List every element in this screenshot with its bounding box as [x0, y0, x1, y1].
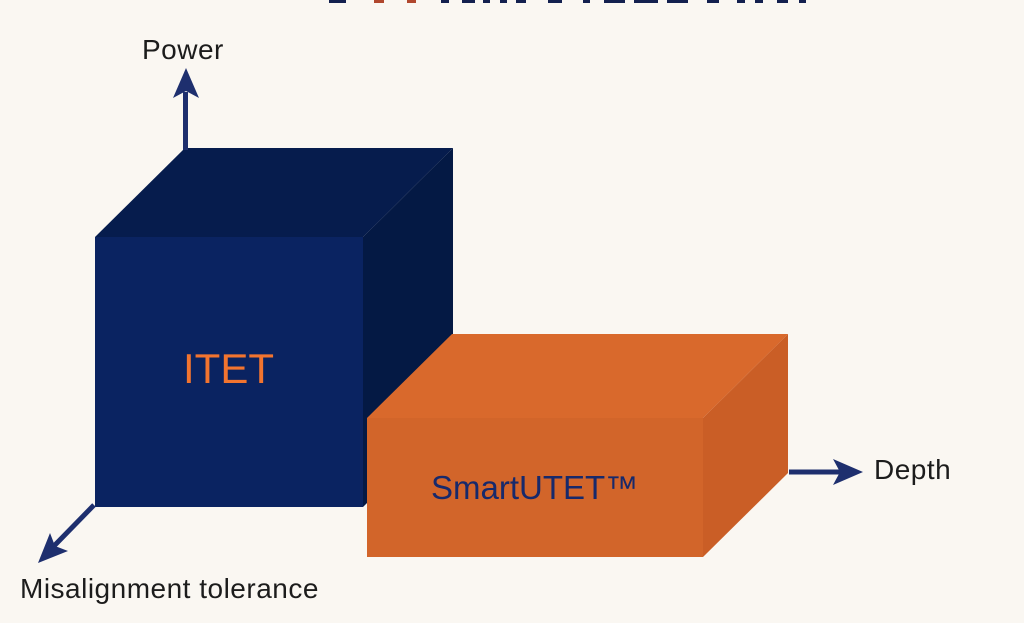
title-fragment [707, 0, 719, 3]
depth-arrowhead [833, 459, 863, 485]
misalignment-axis [38, 503, 96, 563]
title-fragment [737, 0, 745, 3]
title-fragment [583, 0, 590, 3]
title-fragment [483, 0, 490, 3]
misalignment-axis-line [52, 503, 96, 548]
smartutet-box-front-face [367, 418, 703, 557]
smartutet-box-top-face [367, 334, 788, 418]
cropped-title-fragments [329, 0, 806, 3]
title-fragment [799, 0, 806, 3]
smartutet-box-side-face [703, 334, 788, 557]
smartutet-box [367, 334, 788, 557]
smartutet-box-label: SmartUTET™ [431, 469, 639, 506]
title-fragment [329, 0, 346, 3]
depth-axis-label: Depth [874, 454, 952, 485]
power-axis-label: Power [142, 34, 224, 65]
title-fragment [604, 0, 625, 3]
itet-cube-top-face [95, 148, 453, 237]
itet-cube-label: ITET [183, 345, 274, 392]
title-fragment [634, 0, 658, 3]
title-fragment [441, 0, 449, 3]
title-fragment [548, 0, 562, 3]
itet-cube-front-face [95, 237, 363, 507]
title-fragment [462, 0, 475, 3]
misalignment-axis-label: Misalignment tolerance [20, 573, 319, 604]
title-fragment [374, 0, 384, 3]
title-fragment [667, 0, 688, 3]
power-axis [173, 68, 199, 150]
title-fragment [755, 0, 763, 3]
misalignment-arrowhead [38, 533, 68, 563]
title-fragment [407, 0, 416, 3]
depth-axis [789, 459, 863, 485]
title-fragment [777, 0, 788, 3]
title-fragment [500, 0, 507, 3]
power-arrowhead [173, 68, 199, 98]
title-fragment [516, 0, 526, 3]
